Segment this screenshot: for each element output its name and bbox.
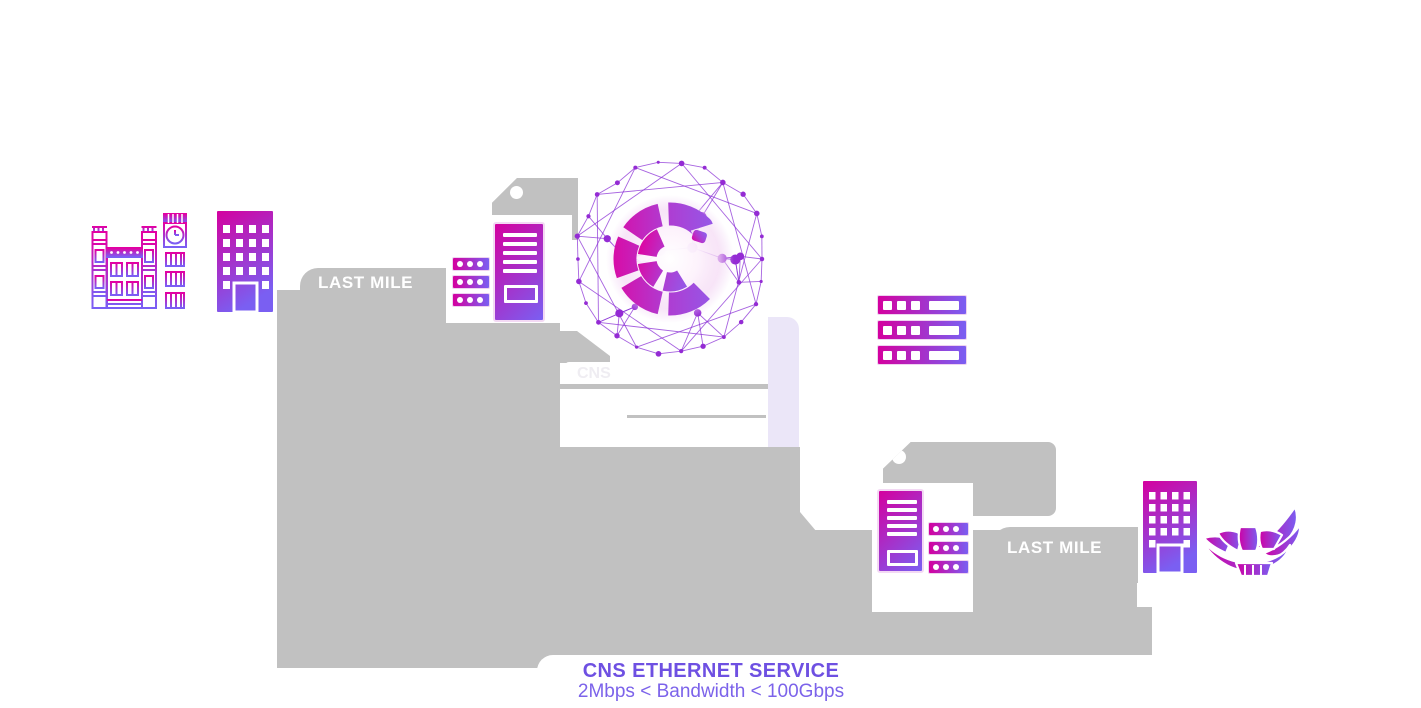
- last-mile-box-right: [992, 527, 1138, 583]
- tag-hole-icon: [892, 450, 906, 464]
- server-rack-bars-icon: [877, 295, 967, 365]
- drive-bay-icon: [504, 285, 538, 303]
- network-globe-icon: [572, 155, 768, 363]
- lavender-connector: [768, 317, 799, 447]
- step-line-2: [627, 415, 766, 418]
- step-band-3: [627, 418, 766, 447]
- rack-square: [883, 300, 892, 310]
- caption-title: CNS ETHERNET SERVICE: [582, 660, 840, 682]
- server-rack-dots-icon: [928, 522, 969, 574]
- tag-hole-icon: [510, 186, 523, 199]
- step-line-1: [560, 384, 768, 389]
- path-mid-block: [277, 447, 800, 610]
- last-mile-label-left: LAST MILE: [318, 273, 414, 292]
- westminster-big-ben-icon: [90, 208, 198, 310]
- path-bottom-band: [480, 607, 1152, 657]
- caption-subtitle: 2Mbps < Bandwidth < 100Gbps: [577, 681, 845, 702]
- led-dot: [457, 261, 463, 267]
- office-building-icon: [217, 211, 273, 314]
- faint-overlay-text: CNS: [577, 365, 611, 382]
- drive-bay-icon: [887, 550, 918, 566]
- server-tower-icon: [493, 222, 545, 322]
- artscience-museum-lotus-icon: [1198, 503, 1303, 578]
- rack-slab: [929, 300, 959, 310]
- step-band-2: [585, 388, 766, 415]
- server-rack-dots-icon: [452, 257, 490, 307]
- step-band-1: CNS: [565, 362, 766, 385]
- caption: CNS ETHERNET SERVICE 2Mbps < Bandwidth <…: [511, 661, 911, 703]
- server-tower-icon: [877, 489, 924, 573]
- caption-band: [537, 655, 1187, 708]
- office-building-icon: [1143, 481, 1197, 575]
- path-mid-spur: [800, 530, 873, 610]
- last-mile-label-right: LAST MILE: [1007, 538, 1103, 557]
